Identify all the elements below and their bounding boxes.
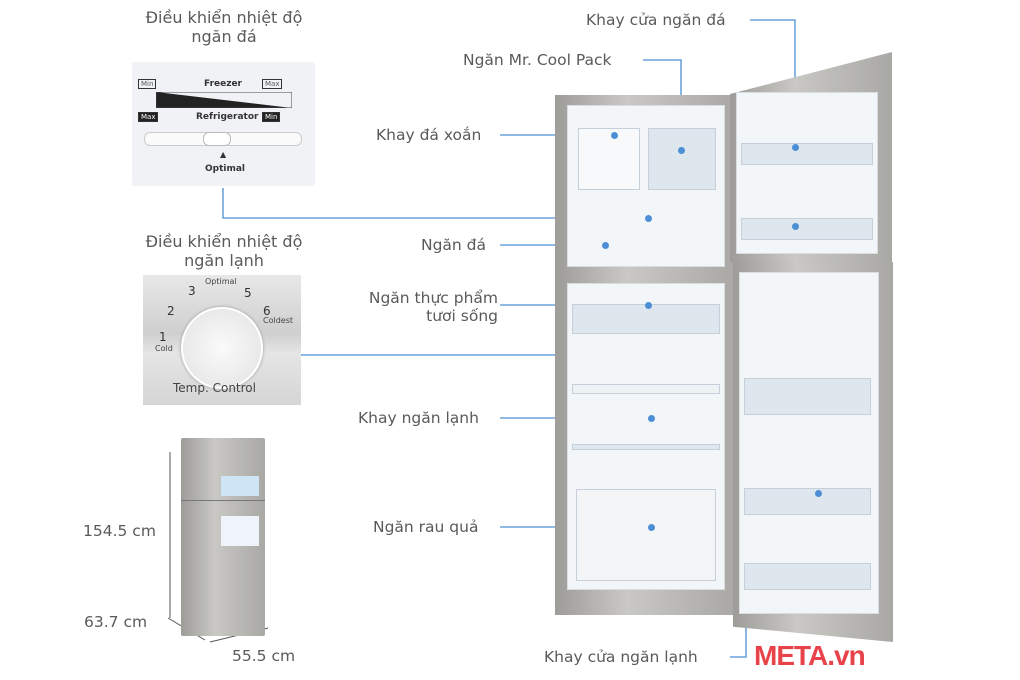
leader-freezer-control (222, 188, 648, 219)
label-fridge-tray: Khay ngăn lạnh (358, 409, 479, 427)
marker-dot (648, 524, 655, 531)
title-line: Điều khiển nhiệt độ (145, 8, 303, 27)
freezer-control-title: Điều khiển nhiệt độ ngăn đá (130, 8, 318, 46)
optimal-label: Optimal (205, 164, 246, 174)
refrigerator-label: Refrigerator (196, 112, 259, 122)
fridge-compartment (567, 283, 725, 590)
label-line: tươi sống (426, 307, 498, 325)
freezer-door-tray (741, 218, 873, 240)
max-tag: Max (262, 79, 283, 89)
fridge-door-tray (744, 378, 871, 415)
min-tag: Min (138, 79, 157, 89)
vegetable-drawer (576, 489, 716, 581)
slider-thumb[interactable] (203, 132, 231, 146)
fridge-door[interactable] (733, 262, 893, 642)
label-line: Ngăn thực phẩm (368, 289, 498, 307)
freezer-label: Freezer (204, 79, 242, 89)
cool-pack-compartment (648, 128, 716, 190)
label-cool-pack: Ngăn Mr. Cool Pack (463, 51, 612, 69)
dial-number: 6 (263, 304, 271, 318)
dial-number: 2 (167, 304, 175, 318)
dial-cold-label: Cold (155, 344, 173, 353)
fridge-thumbnail (181, 438, 265, 636)
fridge-shelf (572, 444, 720, 450)
label-freezer-door-tray: Khay cửa ngăn đá (586, 11, 726, 29)
dial-label: Temp. Control (173, 381, 256, 395)
temperature-slider[interactable] (144, 132, 302, 146)
fridge-control-title: Điều khiển nhiệt độ ngăn lạnh (130, 232, 318, 270)
freezer-door-panel (736, 92, 878, 254)
dial-number: 5 (244, 286, 252, 300)
min-tag: Min (262, 112, 281, 122)
dimension-width: 55.5 cm (232, 647, 296, 665)
title-line: ngăn đá (191, 27, 257, 46)
fridge-shelf (572, 384, 720, 394)
marker-dot (645, 302, 652, 309)
marker-dot (645, 215, 652, 222)
fridge-door-tray (744, 488, 871, 515)
meta-logo: META.vn (754, 640, 866, 671)
title-line: Điều khiển nhiệt độ (145, 232, 303, 251)
dial-coldest-label: Coldest (263, 316, 294, 325)
freezer-control-panel: Min Freezer Max Max Refrigerator Min ▲ O… (132, 62, 315, 186)
label-fridge-door-tray: Khay cửa ngăn lạnh (544, 648, 698, 666)
max-tag: Max (138, 112, 159, 122)
freezer-compartment (567, 105, 725, 267)
refrigerator (555, 95, 735, 615)
energy-sticker (221, 476, 259, 496)
fresh-food-drawer (572, 304, 720, 334)
dial-number: 1 (159, 330, 167, 344)
dial-number: 3 (188, 284, 196, 298)
fridge-door-panel (739, 272, 879, 614)
marker-dot (678, 147, 685, 154)
marker-dot (611, 132, 618, 139)
dimension-depth: 63.7 cm (84, 613, 148, 631)
label-twist-ice-tray: Khay đá xoắn (376, 126, 482, 144)
label-fresh-food: Ngăn thực phẩm tươi sống (340, 289, 498, 325)
marker-dot (815, 490, 822, 497)
label-vegetable: Ngăn rau quả (373, 518, 479, 536)
dimension-height: 154.5 cm (83, 522, 156, 540)
marker-dot (792, 144, 799, 151)
optimal-arrow-icon: ▲ (220, 150, 227, 159)
marker-dot (792, 223, 799, 230)
fridge-door-tray (744, 563, 871, 590)
temperature-dial-knob[interactable] (181, 307, 263, 389)
temperature-dial-panel: 1 Cold 2 3 Optimal 5 6 Coldest Temp. Con… (143, 275, 301, 405)
marker-dot (648, 415, 655, 422)
gradient-wedge (156, 92, 292, 108)
freezer-door[interactable] (730, 52, 892, 262)
title-line: ngăn lạnh (184, 251, 264, 270)
label-freezer: Ngăn đá (421, 236, 487, 254)
twist-ice-tray (578, 128, 640, 190)
dial-optimal-label: Optimal (205, 277, 237, 286)
info-sticker (221, 516, 259, 546)
marker-dot (602, 242, 609, 249)
freezer-door-tray (741, 143, 873, 165)
